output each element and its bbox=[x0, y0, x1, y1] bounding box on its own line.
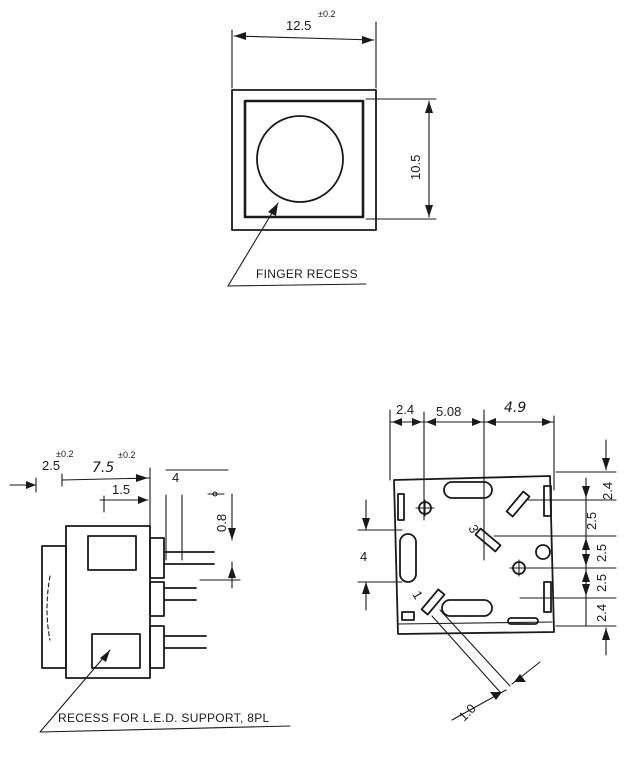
side-dim-a-tol: ±0.2 bbox=[56, 449, 73, 459]
bot-top-dim-3: 4.9 bbox=[504, 400, 526, 416]
bot-right-dim-4: 2.5 bbox=[594, 574, 609, 592]
side-mid-pin-body bbox=[149, 581, 165, 617]
top-inner-outline bbox=[243, 99, 365, 219]
side-lower-recess bbox=[91, 633, 141, 669]
bottom-right-tab-top bbox=[543, 485, 552, 517]
bot-top-arrow-6 bbox=[542, 418, 552, 426]
top-width-dim-line bbox=[233, 35, 375, 41]
side-dim-b-value: 7.5 bbox=[92, 460, 114, 476]
bot-right-dim-5: 2.4 bbox=[594, 604, 609, 622]
top-outer-outline bbox=[231, 89, 377, 231]
bot-right-arrow-6 bbox=[582, 584, 590, 596]
bottom-outline bbox=[393, 475, 555, 635]
finger-recess-underline bbox=[227, 283, 367, 287]
bot-right-arrow-3 bbox=[582, 538, 590, 550]
bottom-corner-slot-right bbox=[507, 617, 539, 625]
bot-left-arrow-bottom bbox=[362, 582, 370, 594]
finger-recess-circle bbox=[256, 115, 344, 203]
side-lower-pin-body bbox=[149, 625, 165, 669]
bot-right-dim-3: 2.5 bbox=[594, 544, 609, 562]
bot-right-dim-1: 2.4 bbox=[600, 482, 615, 500]
led-recess-leader bbox=[39, 649, 111, 733]
top-width-tolerance: ±0.2 bbox=[318, 9, 335, 19]
side-dim-b-line bbox=[61, 477, 151, 481]
side-dim-e-arrow-bottom bbox=[228, 566, 236, 578]
top-height-value: 10.5 bbox=[408, 155, 423, 180]
bot-diag-line-1 bbox=[439, 609, 511, 687]
bottom-view: 2.4 5.08 4.9 3 1 bbox=[357, 400, 617, 724]
side-cap bbox=[41, 545, 67, 669]
led-recess-label: RECESS FOR L.E.D. SUPPORT, 8PL bbox=[58, 711, 270, 725]
led-recess-leader-arrow bbox=[100, 650, 110, 662]
bot-left-arrow-top bbox=[362, 518, 370, 530]
side-dim-c-arrow bbox=[138, 496, 148, 504]
bottom-corner-block-left bbox=[401, 611, 415, 621]
bot-top-dim-1: 2.4 bbox=[396, 402, 414, 417]
finger-recess-leader bbox=[227, 202, 279, 287]
bottom-left-slot bbox=[399, 533, 417, 583]
bottom-diag-pin-mid bbox=[474, 527, 502, 553]
bottom-right-tab-bottom bbox=[543, 581, 552, 613]
top-view: 12.5 ±0.2 10.5 FINGER RECESS bbox=[227, 9, 437, 287]
side-dim-e-value: 0.8 bbox=[214, 514, 229, 532]
bottom-left-tab bbox=[397, 493, 405, 521]
side-dim-c-value: 1.5 bbox=[112, 482, 130, 497]
bot-diag-dim-value: 1.0 bbox=[456, 701, 479, 724]
top-width-arrow-left bbox=[234, 32, 246, 40]
top-height-arrow-bottom bbox=[425, 205, 433, 217]
top-width-value: 12.5 bbox=[286, 18, 311, 33]
top-height-arrow-top bbox=[425, 101, 433, 113]
bot-diag-line-2 bbox=[431, 615, 501, 693]
bot-right-dim-2: 2.5 bbox=[584, 512, 599, 530]
bot-top-arrow-3 bbox=[426, 418, 436, 426]
side-dim-e-arrow-top bbox=[228, 528, 236, 540]
bottom-diag-pin-low bbox=[420, 588, 446, 616]
side-view: 2.5 ±0.2 7.5 ±0.2 1.5 4 0.8 bbox=[9, 449, 291, 733]
side-dim-a-arrow bbox=[26, 481, 36, 489]
bottom-pin-label-1: 1 bbox=[409, 588, 426, 602]
bot-right-arrow-2 bbox=[582, 486, 590, 498]
side-dim-a-value: 2.5 bbox=[42, 458, 60, 473]
bot-top-arrow-2 bbox=[412, 418, 422, 426]
top-width-arrow-right bbox=[362, 36, 374, 44]
bot-right-arrow-top bbox=[602, 458, 610, 470]
bot-right-arrow-bottom bbox=[602, 628, 610, 640]
bot-diag-arrow-in bbox=[490, 692, 502, 700]
bot-diag-arrow-out bbox=[514, 674, 526, 682]
bot-top-arrow-5 bbox=[486, 418, 496, 426]
side-dim-d-value: 4 bbox=[172, 470, 179, 485]
bottom-bottom-slot bbox=[441, 599, 493, 617]
bot-left-dim: 4 bbox=[360, 549, 367, 564]
bottom-base-line bbox=[397, 621, 553, 625]
bot-top-arrow-4 bbox=[472, 418, 482, 426]
finger-recess-leader-arrow bbox=[268, 203, 278, 216]
bot-right-arrow-4 bbox=[582, 554, 590, 566]
side-cap-curve bbox=[46, 575, 51, 641]
bottom-hole-right bbox=[535, 544, 551, 560]
side-upper-pin-body bbox=[149, 537, 165, 579]
bot-top-arrow-1 bbox=[392, 418, 402, 426]
led-recess-underline bbox=[39, 725, 291, 733]
side-dim-b-tol: ±0.2 bbox=[118, 450, 135, 460]
side-upper-recess bbox=[87, 535, 137, 571]
bot-top-dim-2: 5.08 bbox=[436, 404, 461, 419]
bot-right-arrow-5 bbox=[582, 570, 590, 582]
bottom-diag-pin-top bbox=[505, 490, 531, 518]
bottom-pin-label-3: 3 bbox=[465, 522, 482, 536]
finger-recess-label: FINGER RECESS bbox=[256, 267, 358, 281]
bottom-top-slot bbox=[443, 481, 493, 499]
side-dim-b-arrow bbox=[136, 474, 148, 482]
